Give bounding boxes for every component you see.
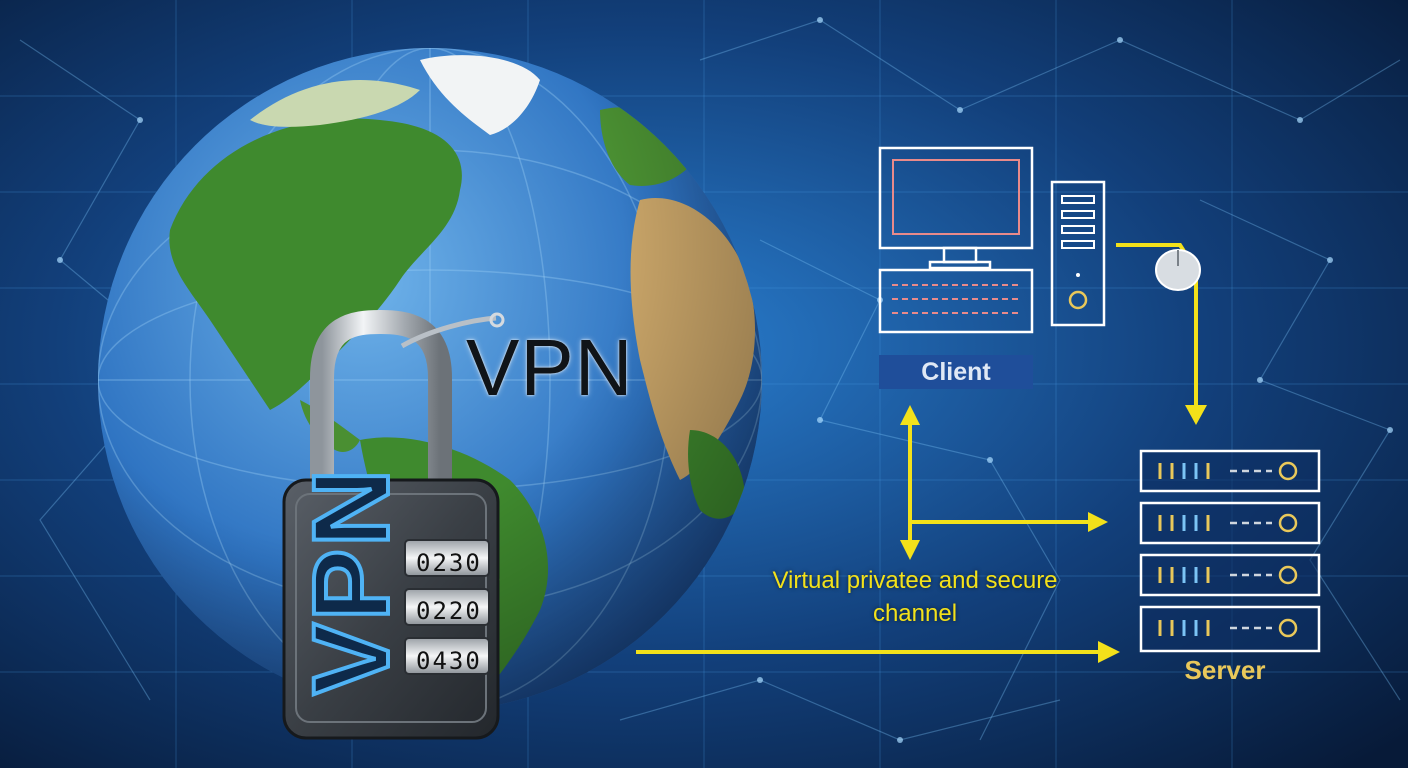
server-label: Server bbox=[1184, 655, 1266, 685]
channel-label: Virtual privatee and secure channel bbox=[772, 567, 1058, 627]
keyboard-icon bbox=[878, 268, 1034, 334]
arrowhead-down-2 bbox=[1185, 405, 1207, 425]
client-label: Client bbox=[879, 355, 1033, 389]
dial-1 bbox=[404, 539, 490, 577]
tower-icon bbox=[1050, 180, 1106, 327]
dial-code-2: 0220 bbox=[416, 597, 482, 625]
mouse-icon bbox=[1155, 249, 1201, 291]
dial-2 bbox=[404, 588, 490, 626]
lock-body-text: VPN bbox=[288, 465, 413, 697]
dial-code-1: 0230 bbox=[416, 549, 482, 577]
padlock: VPN bbox=[282, 309, 505, 740]
arrowhead-right-1 bbox=[1088, 512, 1108, 532]
dial-3 bbox=[404, 637, 490, 675]
arrowhead-right-2 bbox=[1098, 641, 1120, 663]
arrowhead-up bbox=[900, 405, 920, 425]
network-nodes bbox=[57, 17, 1393, 743]
arrowhead-down bbox=[900, 540, 920, 560]
client-computer bbox=[878, 146, 1106, 334]
svg-text:VPN: VPN bbox=[290, 467, 411, 695]
server-rack-icon bbox=[1139, 449, 1321, 653]
dial-code-3: 0430 bbox=[416, 647, 482, 675]
vpn-title: VPN bbox=[466, 323, 634, 412]
